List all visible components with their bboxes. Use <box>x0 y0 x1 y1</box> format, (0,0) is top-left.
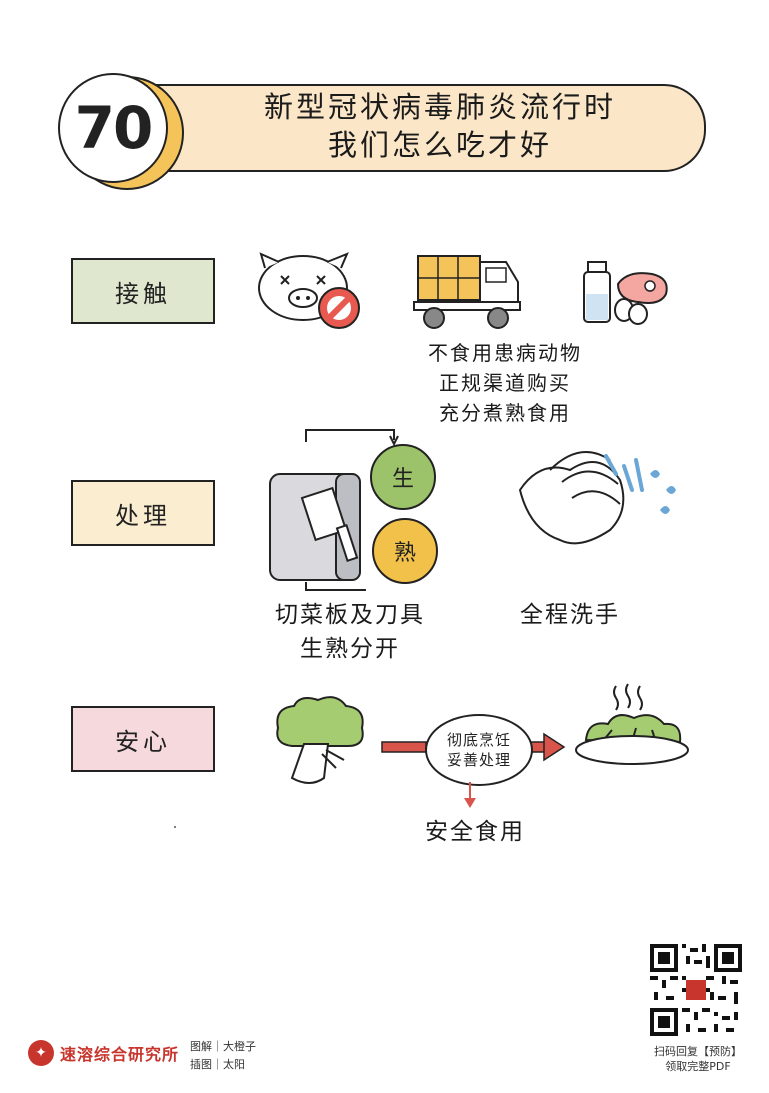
section-label-contact: 接触 <box>71 258 215 324</box>
credit-drawing: 插图｜太阳 <box>190 1058 245 1071</box>
brand-logo-icon: ✦ <box>28 1040 54 1066</box>
safe-eating-caption: 安全食用 <box>425 819 525 845</box>
cooked-circle: 熟 <box>372 518 438 584</box>
bubble-line-1: 彻底烹饪 <box>446 731 511 749</box>
qr-caption: 扫码回复【预防】 领取完整PDF <box>628 1044 768 1074</box>
qr-caption-line-1: 扫码回复【预防】 <box>654 1045 742 1058</box>
pig-icon <box>258 252 360 329</box>
truck-icon <box>413 255 521 329</box>
cooked-vegetables-icon <box>575 683 689 765</box>
knife-icon <box>300 486 359 562</box>
washing-hands-icon <box>518 451 676 545</box>
qr-caption-line-2: 领取完整PDF <box>665 1060 731 1073</box>
cooking-bubble: 彻底烹饪 妥善处理 <box>425 714 533 786</box>
hands-caption: 全程洗手 <box>520 602 620 628</box>
title-line-2: 我们怎么吃才好 <box>327 128 552 162</box>
broccoli-icon <box>276 696 364 784</box>
contact-caption-line-2: 正规渠道购买 <box>439 371 571 395</box>
credit-illustration: 图解｜大橙子 <box>190 1040 256 1053</box>
process-arrows <box>381 732 566 762</box>
cutting-board-icon <box>269 429 399 591</box>
brand-name: 速溶综合研究所 <box>60 1045 180 1064</box>
stray-dot <box>174 826 176 828</box>
page-title: 新型冠状病毒肺炎流行时 我们怎么吃才好 <box>190 88 690 164</box>
prohibited-icon <box>318 287 360 329</box>
credits: 图解｜大橙子 插图｜太阳 <box>190 1038 256 1074</box>
board-caption: 切菜板及刀具 生熟分开 <box>250 598 450 666</box>
brand-logo: ✦ 速溶综合研究所 <box>28 1040 179 1066</box>
board-caption-line-1: 切菜板及刀具 <box>275 602 425 628</box>
contact-caption-line-1: 不食用患病动物 <box>428 341 582 365</box>
number-badge: 70 <box>58 73 168 183</box>
raw-circle: 生 <box>370 444 436 510</box>
section-label-process: 处理 <box>71 480 215 546</box>
bubble-line-2: 妥善处理 <box>446 751 511 769</box>
qr-code[interactable] <box>650 944 742 1036</box>
title-banner <box>118 84 706 172</box>
title-line-1: 新型冠状病毒肺炎流行时 <box>263 90 616 124</box>
board-caption-line-2: 生熟分开 <box>300 636 400 662</box>
contact-caption: 不食用患病动物 正规渠道购买 充分煮熟食用 <box>380 338 630 428</box>
section-label-safe: 安心 <box>71 706 215 772</box>
milk-meat-eggs-icon <box>583 261 668 325</box>
contact-caption-line-3: 充分煮熟食用 <box>439 401 571 425</box>
down-arrow <box>464 782 476 808</box>
